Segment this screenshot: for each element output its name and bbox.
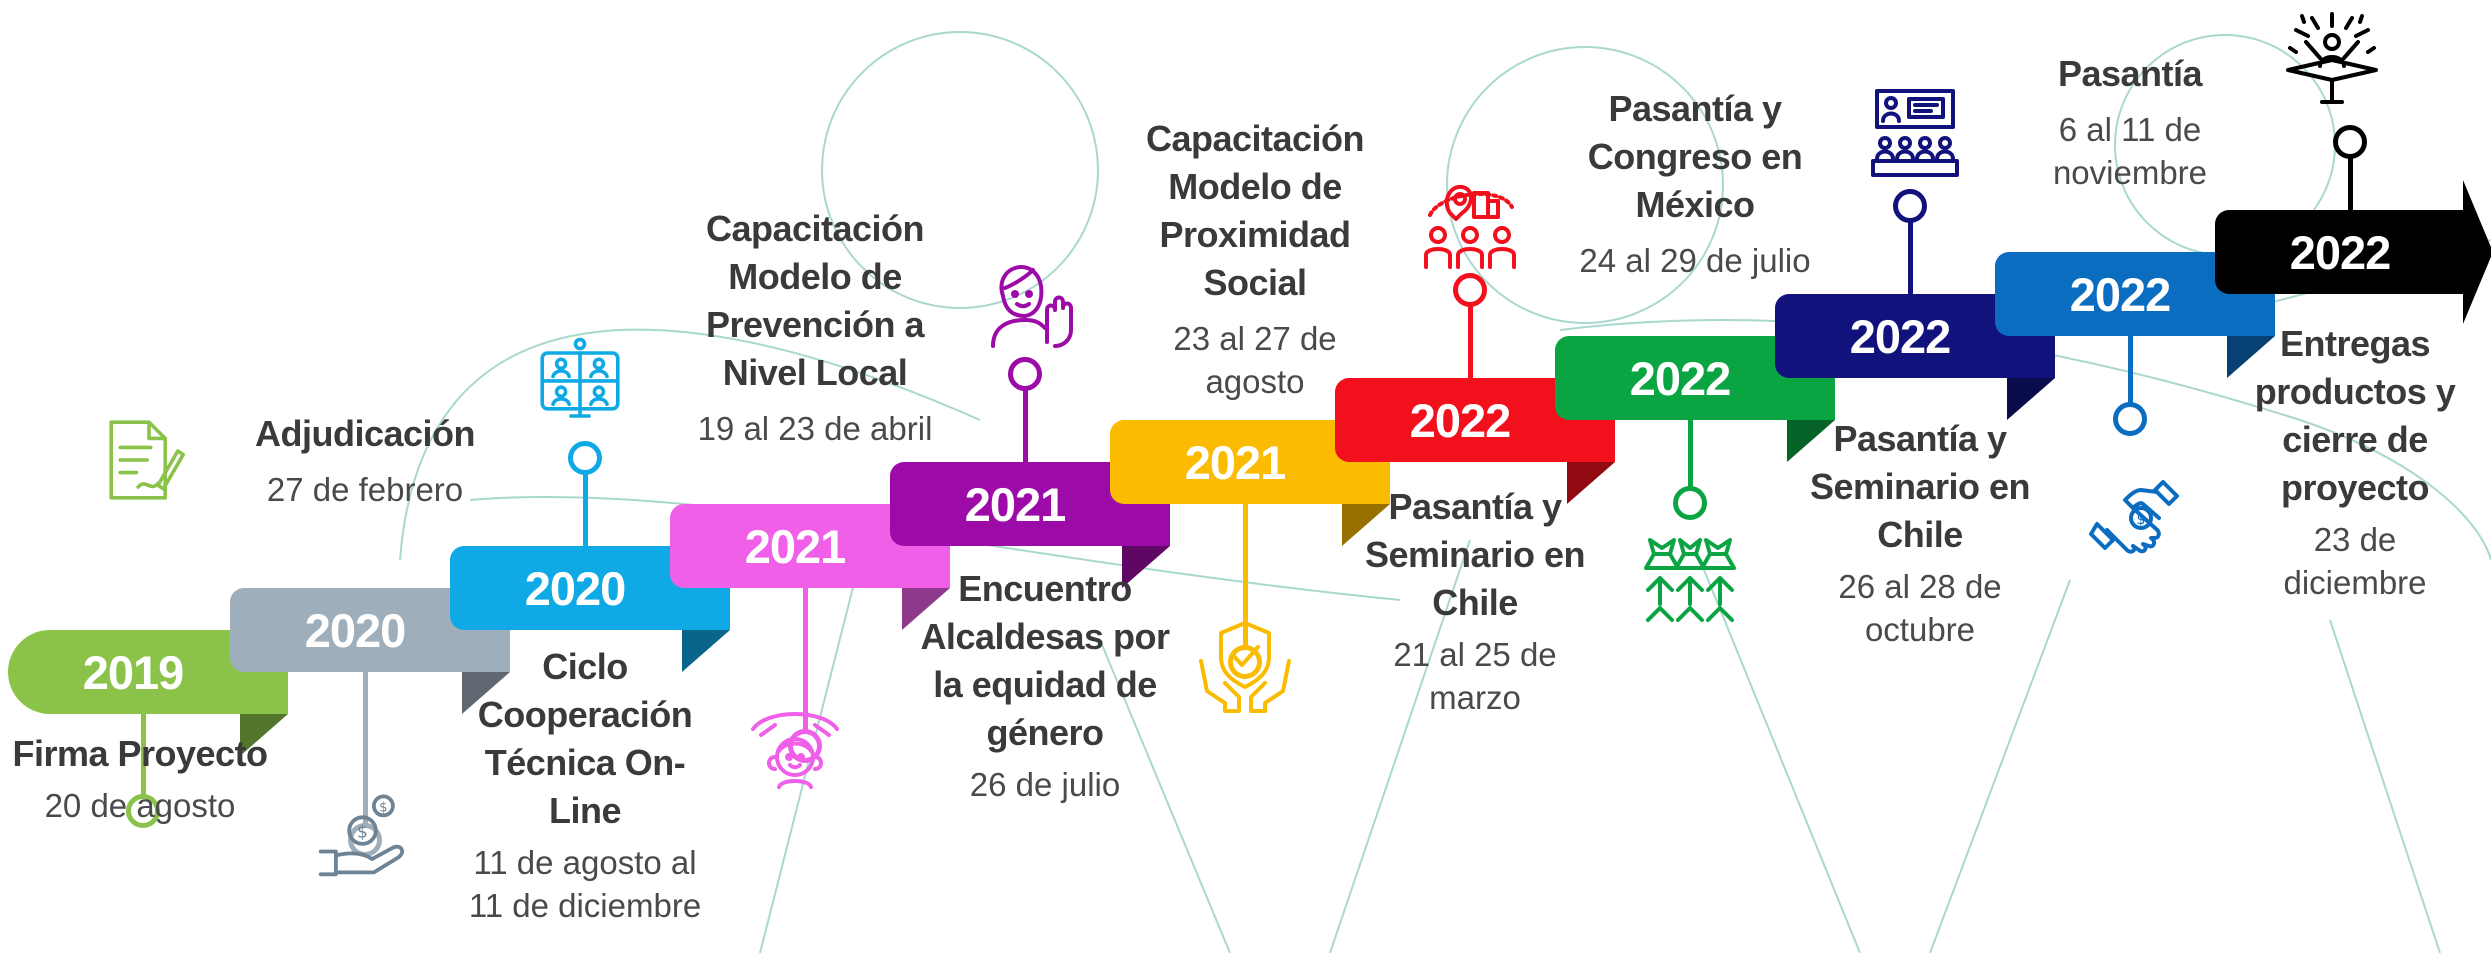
- milestone-marker: [2333, 125, 2367, 159]
- banner-fold: [682, 630, 730, 672]
- milestone-marker: [1453, 273, 1487, 307]
- year-label: 2022: [2289, 225, 2392, 279]
- banner-fold: [1122, 546, 1170, 588]
- milestone-date: 24 al 29 de julio: [1579, 242, 1811, 279]
- milestone-stem: [363, 672, 368, 827]
- year-label: 2020: [524, 561, 627, 615]
- milestone-marker: [126, 794, 160, 828]
- handshake-icon: $: [2085, 460, 2185, 560]
- svg-text:$: $: [357, 822, 368, 842]
- year-banner: 2020: [230, 588, 510, 672]
- svg-text:$: $: [2137, 512, 2146, 528]
- banner-fold: [2007, 378, 2055, 420]
- banner-fold: [1787, 420, 1835, 462]
- year-banner: 2020: [450, 546, 730, 630]
- year-label: 2019: [82, 645, 185, 699]
- milestone-date: 23 al 27 de agosto: [1173, 320, 1337, 400]
- svg-text:$: $: [379, 801, 387, 816]
- banner-fold: [902, 588, 950, 630]
- milestone-title: Entregas productos y cierre de proyecto: [2254, 323, 2456, 508]
- year-label: 2020: [304, 603, 407, 657]
- celebration-icon: [2282, 8, 2382, 108]
- milestone-title: Pasantía: [2057, 53, 2203, 94]
- milestone-stem: [1023, 387, 1028, 462]
- banner-fold: [1567, 462, 1615, 504]
- milestone-date: 21 al 25 de marzo: [1393, 636, 1557, 716]
- milestone-stem: [1908, 219, 1913, 294]
- milestone-title: Pasantía y Congreso en México: [1587, 88, 1803, 225]
- milestone-date: 19 al 23 de abril: [697, 410, 933, 447]
- milestone-title: Pasantía y Seminario en Chile: [1809, 418, 2031, 555]
- milestone-date: 6 al 11 de noviembre: [2052, 111, 2208, 191]
- year-label: 2022: [2069, 267, 2172, 321]
- milestone-stem: [141, 714, 146, 798]
- milestone-stem: [2348, 155, 2353, 210]
- milestone-title: Adjudicación: [254, 413, 476, 454]
- audience-icon: [1640, 530, 1740, 630]
- milestone-date: 27 de febrero: [266, 471, 464, 508]
- year-label: 2022: [1629, 351, 1732, 405]
- banner-fold: [240, 714, 288, 756]
- woman-stop-icon: [975, 250, 1075, 350]
- milestone-marker: [2113, 402, 2147, 436]
- milestone-date: 11 de agosto al 11 de diciembre: [468, 844, 702, 924]
- year-label: 2021: [744, 519, 847, 573]
- group-location-icon: [1420, 175, 1520, 275]
- milestone-date: 20 de agosto: [44, 787, 236, 824]
- protected-child-icon: [745, 695, 845, 795]
- shield-hands-icon: [1195, 615, 1295, 715]
- banner-fold: [2227, 336, 2275, 378]
- milestone-title: Pasantía y Seminario en Chile: [1364, 486, 1586, 623]
- year-label: 2021: [964, 477, 1067, 531]
- milestone-title: Encuentro Alcaldesas por la equidad de g…: [920, 568, 1170, 753]
- milestone-date: 23 de diciembre: [2283, 521, 2427, 601]
- milestone-title: Capacitación Modelo de Prevención a Nive…: [705, 208, 925, 393]
- year-label: 2021: [1184, 435, 1287, 489]
- year-banner: 2022: [2215, 210, 2465, 294]
- milestone-stem: [583, 471, 588, 546]
- milestone-stem: [1468, 303, 1473, 378]
- milestone-marker: [1673, 486, 1707, 520]
- video-conference-icon: [535, 335, 625, 425]
- banner-fold: [1342, 504, 1390, 546]
- presentation-audience-icon: [1865, 85, 1965, 185]
- milestone-title: Firma Proyecto: [12, 733, 268, 774]
- milestone-date: 26 de julio: [969, 766, 1121, 803]
- banner-fold: [462, 672, 510, 714]
- money-hand-icon: $$: [315, 785, 410, 880]
- year-banner: 2022: [1775, 294, 2055, 378]
- milestone-marker: [1893, 189, 1927, 223]
- timeline-arrowhead: [2463, 180, 2491, 324]
- year-label: 2022: [1849, 309, 1952, 363]
- milestone-stem: [803, 588, 808, 733]
- milestone-stem: [2128, 336, 2133, 406]
- milestone-marker: [1008, 357, 1042, 391]
- milestone-stem: [1243, 504, 1248, 649]
- milestone-stem: [1688, 420, 1693, 490]
- milestone-marker: [568, 441, 602, 475]
- signed-document-icon: [95, 415, 185, 505]
- milestone-title: Capacitación Modelo de Proximidad Social: [1145, 118, 1365, 303]
- milestone-date: 26 al 28 de octubre: [1838, 568, 2002, 648]
- milestone-title: Ciclo Cooperación Técnica On-Line: [477, 646, 693, 831]
- milestone-marker: [788, 729, 822, 763]
- year-label: 2022: [1409, 393, 1512, 447]
